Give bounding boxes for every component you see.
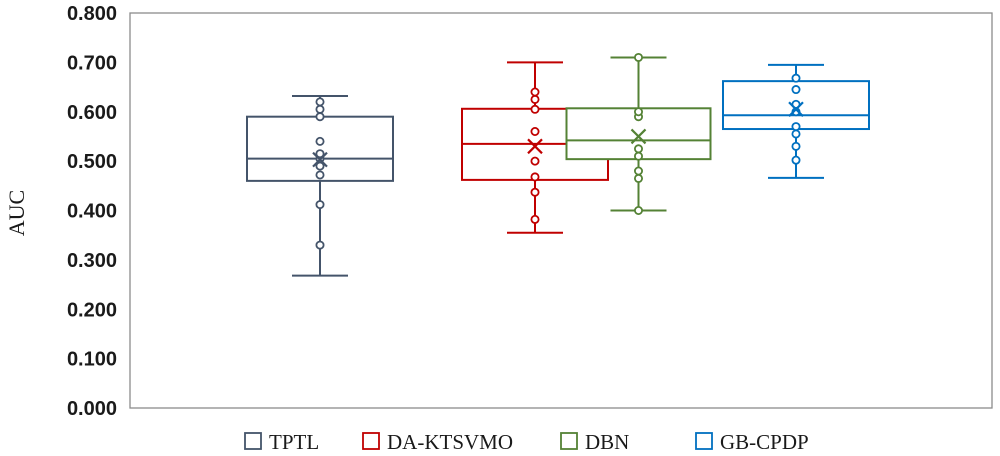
data-point	[791, 129, 801, 139]
y-tick-label: 0.400	[67, 201, 117, 223]
y-tick-label: 0.700	[67, 52, 117, 74]
legend-label: TPTL	[269, 430, 319, 454]
data-point	[530, 87, 540, 97]
y-tick-label: 0.800	[67, 3, 117, 25]
y-axis: 0.000 0.100 0.200 0.300 0.400 0.500 0.600 0.700…	[67, 3, 117, 420]
y-tick-label: 0.500	[67, 151, 117, 173]
legend-label: DBN	[585, 430, 629, 454]
box-series-group	[246, 52, 870, 277]
data-point	[791, 122, 801, 132]
data-point	[315, 170, 325, 180]
legend-swatch	[362, 432, 380, 450]
data-point	[530, 127, 540, 137]
plot-area-frame	[129, 12, 993, 409]
data-point	[315, 149, 325, 159]
mean-marker	[312, 151, 328, 168]
legend-swatch	[244, 432, 262, 450]
data-point	[791, 85, 801, 95]
data-point	[634, 107, 644, 117]
legend-swatch	[695, 432, 713, 450]
data-point	[634, 166, 644, 176]
legend-swatch	[560, 432, 578, 450]
data-point	[634, 151, 644, 161]
legend-label: GB-CPDP	[720, 430, 809, 454]
legend-item-gb-cpdp: GB-CPDP	[695, 430, 809, 454]
y-tick-label: 0.000	[67, 398, 117, 420]
y-tick-label: 0.200	[67, 299, 117, 321]
data-point	[315, 97, 325, 107]
data-point	[315, 240, 325, 250]
data-point	[530, 94, 540, 104]
legend-item-da-ktsvmo: DA-KTSVMO	[362, 430, 513, 454]
mean-marker	[788, 101, 804, 118]
data-point	[634, 144, 644, 154]
y-tick-label: 0.300	[67, 250, 117, 272]
data-point	[530, 156, 540, 166]
mean-marker	[527, 138, 543, 155]
data-point	[530, 214, 540, 224]
data-point	[791, 141, 801, 151]
y-tick-label: 0.600	[67, 102, 117, 124]
legend-item-dbn: DBN	[560, 430, 629, 454]
data-point	[530, 187, 540, 197]
legend-label: DA-KTSVMO	[387, 430, 513, 454]
data-point	[315, 104, 325, 114]
data-point	[634, 173, 644, 183]
data-point	[791, 73, 801, 83]
y-tick-label: 0.100	[67, 349, 117, 371]
data-point	[315, 112, 325, 122]
box-gb-cpdp	[722, 63, 870, 179]
data-point	[530, 172, 540, 182]
data-point	[791, 155, 801, 165]
box-dbn	[565, 52, 712, 215]
data-point	[315, 136, 325, 146]
legend-item-tptl: TPTL	[244, 430, 319, 454]
data-point	[530, 104, 540, 114]
mean-marker	[630, 128, 647, 145]
legend: TPTL DA-KTSVMO DBN GB-CPDP	[244, 430, 809, 454]
data-point	[634, 52, 644, 62]
data-point	[315, 200, 325, 210]
box-tptl	[246, 94, 394, 277]
data-point	[634, 205, 644, 215]
y-axis-title: AUC	[4, 190, 29, 236]
